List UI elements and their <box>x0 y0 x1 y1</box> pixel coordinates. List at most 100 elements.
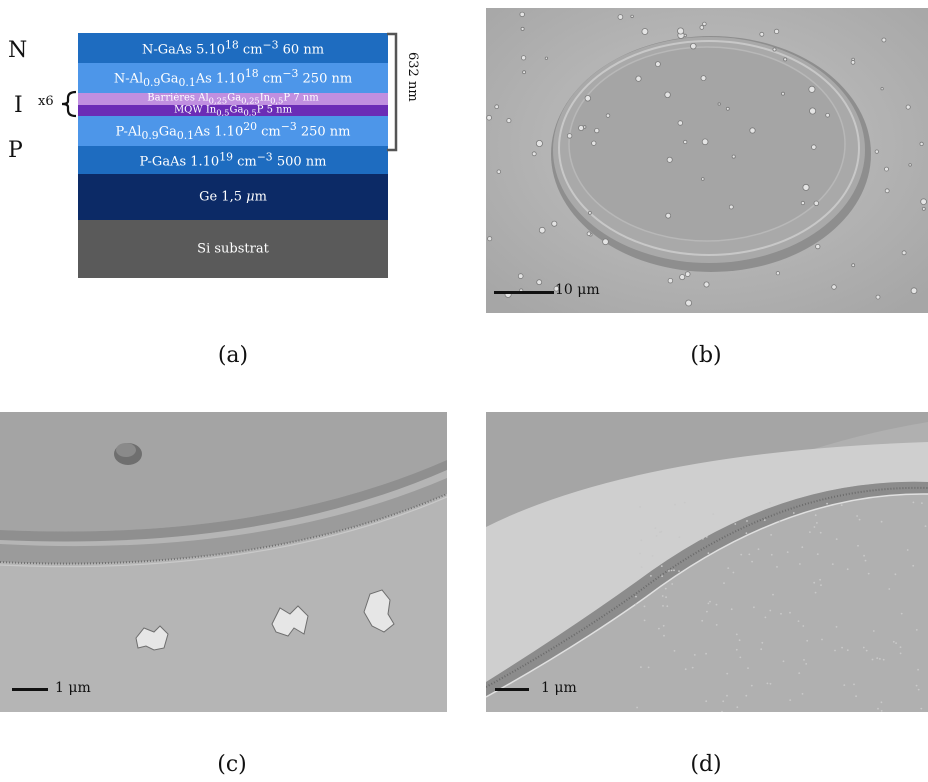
sem-d-graphic <box>486 412 928 712</box>
surface-dot <box>801 546 804 549</box>
surface-dot <box>643 605 646 608</box>
layer-label: MQW In0,5Ga0,5P 5 nm <box>173 105 293 116</box>
surface-dot <box>819 578 821 581</box>
surface-dot <box>678 536 681 539</box>
dust-particle <box>683 139 688 145</box>
surface-dot <box>735 648 738 651</box>
dust-particle <box>690 43 697 50</box>
surface-dot <box>693 654 696 656</box>
dust-particle <box>699 25 705 30</box>
dust-particle <box>566 133 573 139</box>
dust-particle <box>679 274 686 281</box>
sem-c-graphic <box>0 412 447 712</box>
layer-n-gaas: N-GaAs 5.1018 cm−3 60 nm <box>78 33 388 63</box>
layer-label: Ge 1,5 μm <box>199 189 267 205</box>
surface-dot <box>640 539 643 542</box>
surface-dot <box>722 700 725 703</box>
surface-dot <box>805 663 808 665</box>
dust-particle <box>535 139 543 147</box>
surface-dot <box>826 502 828 505</box>
dust-particle <box>831 284 837 290</box>
sem-image-d <box>486 412 928 712</box>
scale-label-b: 10 μm <box>555 282 600 298</box>
dust-particle <box>802 183 810 191</box>
surface-dot <box>745 694 748 697</box>
surface-dot <box>678 570 680 572</box>
surface-dot <box>879 658 881 660</box>
dust-particle <box>677 120 683 126</box>
surface-dot <box>683 501 686 504</box>
dust-particle <box>586 231 592 236</box>
dust-particle <box>905 104 911 110</box>
dust-particle <box>850 60 856 65</box>
dust-particle <box>520 55 527 61</box>
dust-particle <box>494 104 500 109</box>
surface-dot <box>715 603 718 606</box>
surface-dot <box>671 583 674 585</box>
dust-particle <box>815 244 821 250</box>
surface-dot <box>877 707 879 710</box>
surface-dot <box>880 710 883 712</box>
surface-dot <box>846 649 849 652</box>
dust-particle <box>630 14 634 19</box>
dust-particle <box>703 281 710 288</box>
surface-dot <box>640 566 643 568</box>
dust-particle <box>717 102 721 106</box>
surface-dot <box>843 684 846 686</box>
surface-dot <box>651 555 654 557</box>
surface-dot <box>691 666 694 669</box>
surface-dot <box>855 695 857 698</box>
dust-particle <box>684 271 691 277</box>
dust-particle <box>781 91 785 96</box>
scale-bar-b <box>494 291 554 294</box>
dust-particle <box>602 238 609 246</box>
dust-particle <box>584 95 591 102</box>
dust-particle <box>901 250 907 256</box>
dust-particle <box>538 226 546 234</box>
dust-particle <box>811 144 817 150</box>
surface-dot <box>668 570 670 572</box>
layer-mqw: MQW In0,5Ga0,5P 5 nm <box>78 105 388 116</box>
surface-dot <box>660 530 663 533</box>
layer-label: N-Al0.9Ga0.1As 1.1018 cm−3 250 nm <box>113 67 353 89</box>
dust-particle <box>874 149 879 154</box>
surface-dot <box>748 553 751 556</box>
surface-dot <box>735 633 738 636</box>
surface-dot <box>665 596 667 599</box>
surface-dot <box>702 537 704 540</box>
scale-label-c: 1 μm <box>55 680 91 696</box>
surface-dot <box>899 646 902 648</box>
surface-dot <box>661 575 663 577</box>
surface-dot <box>655 535 658 537</box>
surface-dot <box>789 699 792 701</box>
dust-particle <box>809 107 817 115</box>
surface-dot <box>764 616 767 619</box>
surface-dot <box>647 666 650 669</box>
surface-dot <box>920 707 923 710</box>
surface-dot <box>806 639 809 642</box>
caption-a: (a) <box>217 343 249 368</box>
surface-dot <box>709 600 711 603</box>
surface-dot <box>746 520 748 522</box>
layer-label: Barrières Al0,25Ga0,25In0,5P 7 nm <box>147 93 319 105</box>
surface-dot <box>834 649 836 652</box>
surface-dot <box>635 603 637 606</box>
surface-dot <box>662 605 664 607</box>
surface-dot <box>732 571 735 574</box>
dust-particle <box>773 28 780 34</box>
dust-particle <box>588 210 592 215</box>
dust-particle <box>591 140 597 146</box>
surface-dot <box>772 593 774 596</box>
surface-dot <box>664 587 667 590</box>
dust-particle <box>702 21 707 27</box>
surface-dot <box>715 624 718 626</box>
surface-dot <box>809 531 811 533</box>
layer-n-algaas: N-Al0.9Ga0.1As 1.1018 cm−3 250 nm <box>78 63 388 93</box>
surface-dot <box>736 706 739 709</box>
surface-dot <box>659 531 661 534</box>
surface-dot <box>846 568 849 571</box>
dust-particle <box>664 91 671 98</box>
dust-particle <box>701 177 705 181</box>
surface-dot <box>921 502 923 504</box>
layer-label: Si substrat <box>197 241 269 257</box>
